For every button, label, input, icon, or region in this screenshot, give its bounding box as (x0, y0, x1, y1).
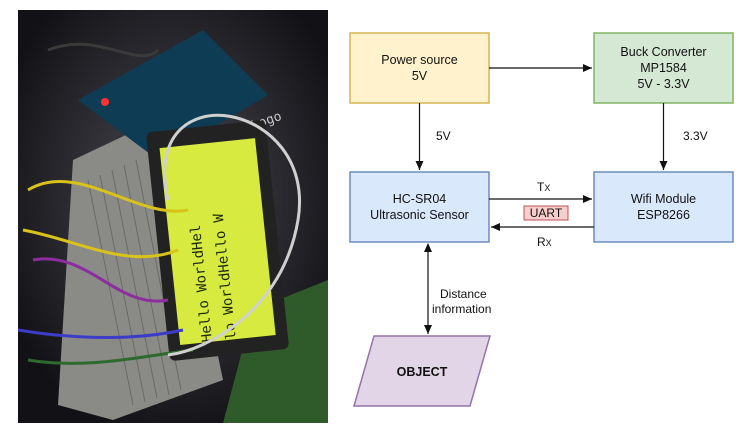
edge-label-3v3: 3.3V (683, 129, 708, 143)
node-object: OBJECT (353, 335, 491, 407)
node-ultrasonic-sensor: HC-SR04 Ultrasonic Sensor (349, 171, 490, 243)
sensor-type: Ultrasonic Sensor (370, 208, 469, 222)
edge-label-tx: TX (537, 180, 550, 194)
power-source-label: Power source (381, 53, 457, 67)
node-power-source: Power source 5V (349, 32, 490, 104)
buck-converter-range: 5V - 3.3V (637, 77, 690, 91)
uart-badge (523, 205, 569, 221)
edge-label-rx: RX (537, 235, 552, 249)
rx-main: R (537, 235, 546, 249)
wifi-part: ESP8266 (637, 208, 690, 222)
buck-converter-part: MP1584 (640, 61, 687, 75)
sensor-model: HC-SR04 (393, 192, 447, 206)
node-wifi-module: Wifi Module ESP8266 (593, 171, 734, 243)
power-source-voltage: 5V (412, 69, 428, 83)
object-shape (353, 335, 491, 407)
power-source-box (349, 32, 490, 104)
arduino-led (101, 98, 109, 106)
lcd-module: Hello WorldHel lo WorldHello W (146, 120, 289, 361)
tx-main: T (537, 180, 545, 194)
node-buck-converter: Buck Converter MP1584 5V - 3.3V (593, 32, 734, 104)
object-label: OBJECT (397, 365, 448, 379)
hardware-photo: Logo Hello WorldHel lo WorldHello W (18, 10, 328, 423)
edge-label-5v: 5V (436, 129, 451, 143)
buck-converter-label: Buck Converter (620, 45, 706, 59)
edge-label-information: information (432, 302, 491, 316)
wifi-label: Wifi Module (631, 192, 696, 206)
edge-label-distance: Distance (440, 287, 487, 301)
uart-label: UART (530, 206, 563, 220)
breadboard-holes (87, 159, 182, 406)
wifi-box (593, 171, 734, 243)
lcd-screen (159, 138, 276, 346)
tx-sub: X (544, 183, 550, 193)
sensor-box (349, 171, 490, 243)
rx-sub: X (546, 238, 552, 248)
arduino-board (78, 30, 268, 160)
wires (18, 42, 302, 365)
buck-converter-box (593, 32, 734, 104)
green-pcb (223, 280, 328, 423)
